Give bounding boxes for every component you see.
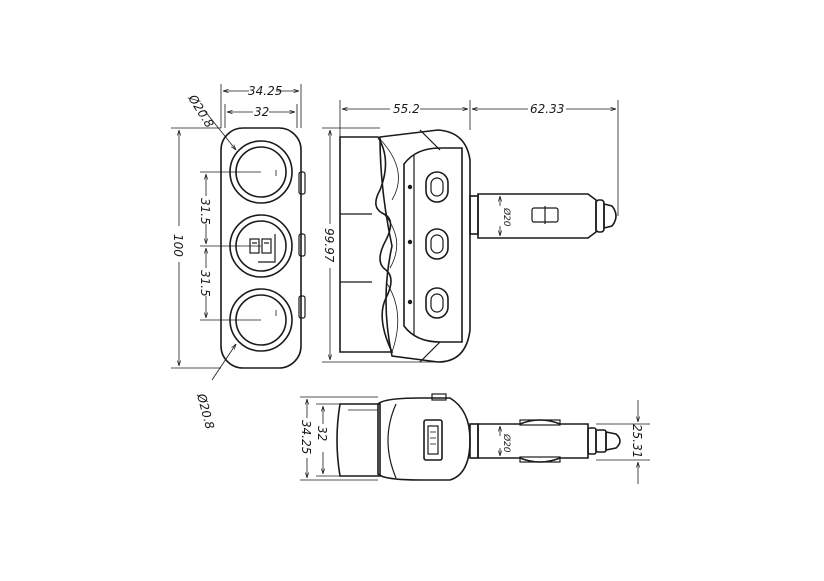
dim-front-outer-width: 34.25	[248, 84, 282, 98]
dim-plug-diameter-side: Ø20	[501, 207, 512, 227]
side-button-bottom	[407, 287, 449, 319]
bottom-back-shell	[336, 403, 381, 477]
dim-side-height: 99.97	[322, 228, 336, 263]
bottom-plug	[469, 419, 621, 463]
front-body-outline	[220, 127, 302, 369]
dim-total-height: 100	[171, 234, 185, 257]
dim-socket-diameter-top: Ø20.8	[185, 91, 217, 130]
side-view: 55.2 62.33 99.97 Ø20	[322, 100, 619, 363]
bottom-usb-port	[423, 419, 443, 461]
side-socket-shells	[339, 136, 394, 353]
dim-plug-diameter-bottom: Ø20	[501, 433, 512, 453]
dim-socket-spacing-lower: 31.5	[198, 270, 212, 297]
dim-socket-diameter-bottom: Ø20.8	[194, 391, 217, 431]
side-plug	[469, 193, 617, 239]
bottom-view: 34.25 32 Ø20 25.31	[299, 393, 650, 484]
side-front-panel	[403, 147, 463, 343]
front-side-nub-top	[298, 171, 306, 195]
dim-socket-spacing-upper: 31.5	[198, 198, 212, 225]
dim-bottom-inner-height: 32	[315, 426, 329, 441]
front-side-nub-mid	[298, 233, 306, 257]
side-main-body	[379, 129, 471, 363]
dim-side-body-length: 55.2	[393, 102, 420, 116]
front-side-nub-bottom	[298, 295, 306, 319]
dim-plug-length: 62.33	[530, 102, 564, 116]
front-view: 34.25 32 Ø20.8 Ø20.8 100 31.5 31.5	[171, 84, 306, 431]
dim-plug-tip-height: 25.31	[630, 424, 644, 458]
dim-bottom-outer-height: 34.25	[299, 420, 313, 454]
side-button-mid	[407, 228, 449, 260]
side-button-top	[407, 171, 449, 203]
dim-front-inner-width: 32	[254, 105, 269, 119]
